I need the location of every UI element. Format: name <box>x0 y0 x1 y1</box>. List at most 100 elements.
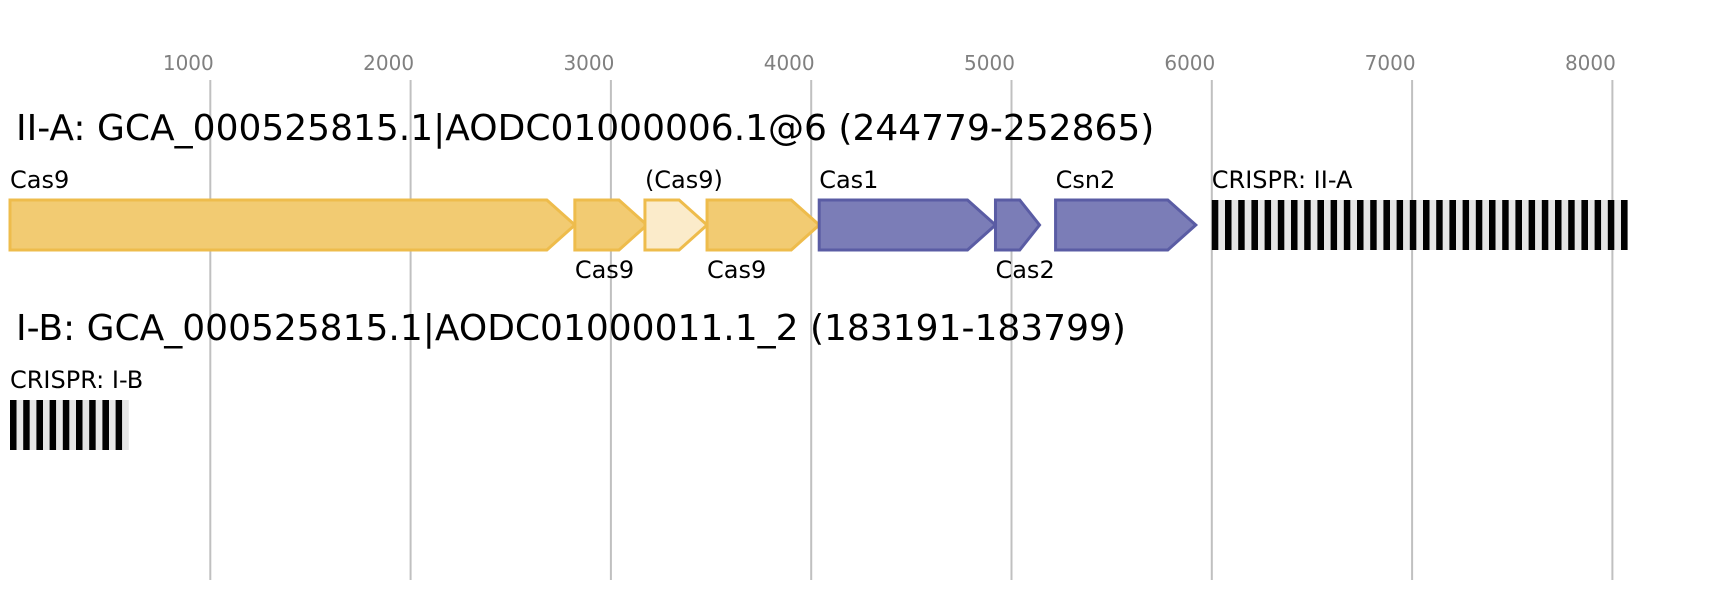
crispr-spacer <box>95 400 103 450</box>
crispr-spacer <box>1482 200 1489 250</box>
crispr-spacer <box>69 400 76 450</box>
crispr-repeat <box>1211 200 1219 250</box>
tick-label: 8000 <box>1565 51 1616 75</box>
crispr-spacer <box>1244 200 1252 250</box>
feature-label-cas9: Cas9 <box>575 256 634 284</box>
crispr-repeat <box>1304 200 1311 250</box>
crispr-repeat <box>115 400 123 450</box>
crispr-spacer <box>1614 200 1621 250</box>
tick-label: 7000 <box>1365 51 1416 75</box>
locus-track-i-b: CRISPR: I-B <box>10 366 143 450</box>
crispr-repeat <box>1225 200 1232 250</box>
crispr-spacer <box>1324 200 1331 250</box>
feature-label-crispr-ii-a: CRISPR: II-A <box>1212 166 1353 194</box>
crispr-repeat <box>1251 200 1258 250</box>
crispr-spacer <box>1522 200 1529 250</box>
feature-label-cas9: Cas9 <box>10 166 69 194</box>
crispr-repeat <box>1607 200 1615 250</box>
crispr-repeat <box>1383 200 1390 250</box>
crispr-repeat <box>49 400 57 450</box>
locus-title-ii-a: II-A: GCA_000525815.1|AODC01000006.1@6 (… <box>16 108 1154 149</box>
crispr-repeat <box>89 400 96 450</box>
crispr-repeat <box>1462 200 1470 250</box>
crispr-spacer <box>1231 200 1239 250</box>
crispr-spacer <box>1284 200 1291 250</box>
crispr-spacer <box>1416 200 1423 250</box>
crispr-spacer <box>16 400 24 450</box>
feature-label-cas9: (Cas9) <box>645 166 723 194</box>
crispr-repeat <box>62 400 70 450</box>
gene-arrow-cas9 <box>8 198 578 252</box>
crispr-repeat <box>1515 200 1522 250</box>
crispr-repeat <box>102 400 109 450</box>
crispr-repeat <box>1357 200 1364 250</box>
crispr-spacer <box>1561 200 1569 250</box>
crispr-spacer <box>1363 200 1371 250</box>
tick-label: 2000 <box>363 51 414 75</box>
crispr-repeat <box>1475 200 1483 250</box>
locus-tracks: II-A: GCA_000525815.1|AODC01000006.1@6 (… <box>8 108 1628 450</box>
crispr-repeat <box>1317 200 1324 250</box>
crispr-spacer <box>1271 200 1278 250</box>
crispr-repeat <box>1555 200 1562 250</box>
crispr-spacer <box>122 400 129 450</box>
gene-arrow-cas9 <box>643 198 710 252</box>
crispr-spacer <box>1601 200 1608 250</box>
gene-arrow-csn2 <box>1054 198 1199 252</box>
locus-title-i-b: I-B: GCA_000525815.1|AODC01000011.1_2 (1… <box>16 308 1126 349</box>
crispr-spacer <box>1442 200 1450 250</box>
feature-label-csn2: Csn2 <box>1056 166 1116 194</box>
crispr-spacer <box>1548 200 1555 250</box>
crispr-repeat <box>1436 200 1443 250</box>
feature-label-cas2: Cas2 <box>995 256 1054 284</box>
crispr-repeat <box>1264 200 1272 250</box>
crispr-repeat <box>1568 200 1575 250</box>
gene-arrow-cas1 <box>817 198 998 252</box>
feature-label-cas1: Cas1 <box>819 166 878 194</box>
crispr-repeat <box>1423 200 1430 250</box>
crispr-repeat <box>36 400 43 450</box>
tick-label: 5000 <box>964 51 1015 75</box>
crispr-repeat <box>1343 200 1351 250</box>
crispr-spacer <box>1350 200 1357 250</box>
crispr-spacer <box>1218 200 1225 250</box>
gene-arrow-cas9 <box>705 198 822 252</box>
crispr-repeat <box>1502 200 1509 250</box>
crispr-repeat <box>10 400 17 450</box>
crispr-array-crispr-ii-a <box>1211 200 1628 250</box>
tick-label: 3000 <box>563 51 614 75</box>
crispr-repeat <box>1291 200 1298 250</box>
crispr-spacer <box>82 400 90 450</box>
tick-label: 6000 <box>1164 51 1215 75</box>
crispr-repeat <box>1489 200 1496 250</box>
crispr-spacer <box>1588 200 1595 250</box>
crispr-repeat <box>1528 200 1536 250</box>
crispr-repeat <box>1277 200 1285 250</box>
crispr-spacer <box>1535 200 1542 250</box>
crispr-spacer <box>1297 200 1305 250</box>
crispr-repeat <box>76 400 83 450</box>
tick-label: 1000 <box>163 51 214 75</box>
crispr-array-crispr-i-b <box>10 400 129 450</box>
crispr-spacer <box>1376 200 1384 250</box>
crispr-spacer <box>29 400 37 450</box>
crispr-spacer <box>43 400 50 450</box>
feature-label-cas9: Cas9 <box>707 256 766 284</box>
gene-arrow-cas9 <box>573 198 650 252</box>
crispr-spacer <box>1390 200 1397 250</box>
crispr-spacer <box>1508 200 1516 250</box>
crispr-spacer <box>56 400 63 450</box>
crispr-spacer <box>1310 200 1318 250</box>
feature-label-crispr-i-b: CRISPR: I-B <box>10 366 143 394</box>
crispr-repeat <box>1621 200 1628 250</box>
crispr-repeat <box>1449 200 1456 250</box>
crispr-spacer <box>1469 200 1476 250</box>
crispr-repeat <box>1396 200 1404 250</box>
crispr-spacer <box>109 400 116 450</box>
crispr-repeat <box>1238 200 1245 250</box>
crispr-repeat <box>1409 200 1417 250</box>
crispr-spacer <box>1429 200 1437 250</box>
